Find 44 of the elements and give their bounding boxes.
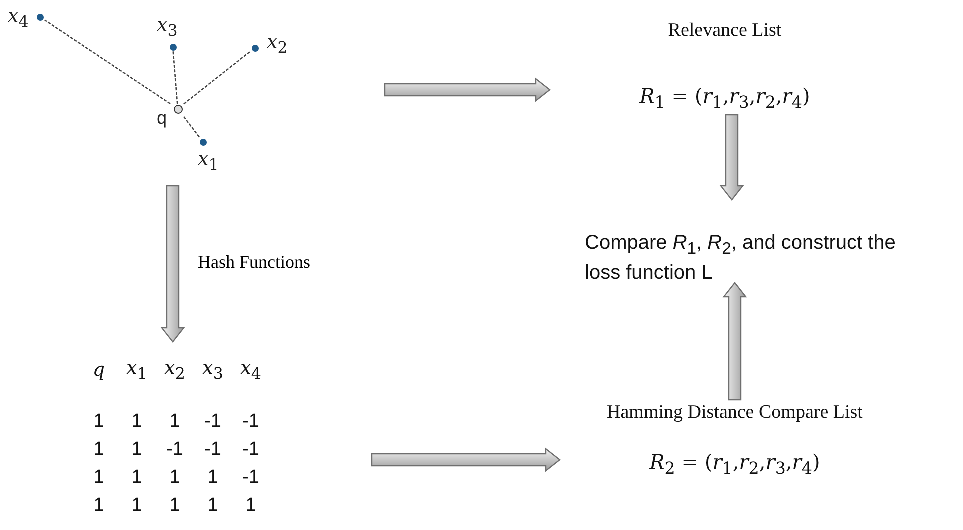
list-title: Relevance List [668,20,782,42]
block-arrow [160,185,186,343]
code-value: 1 [244,495,258,517]
code-value: 1 [130,439,144,461]
code-value: -1 [204,439,222,461]
step-text: Compare R$_{1}$, R$_{2}$, and construct the loss function L [585,231,897,286]
column-header: q [92,359,106,381]
column-header: x$_{2}$ [164,357,186,383]
code-value: -1 [242,467,260,489]
code-value: 1 [130,495,144,517]
dashed-line [172,50,178,104]
code-value: 1 [130,411,144,433]
block-arrow [720,114,744,201]
code-value: 1 [206,495,220,517]
column-header: x$_{4}$ [240,357,262,383]
column-header: x$_{1}$ [126,357,148,383]
dashed-line [44,20,171,105]
ranking-formula: R$_{1}$ = (r$_{1}$,r$_{3}$,r$_{2}$,r$_{4}$) [640,84,810,112]
code-value: -1 [204,411,222,433]
code-value: 1 [92,411,106,433]
code-value: -1 [242,411,260,433]
code-value: 1 [168,467,182,489]
code-value: -1 [242,439,260,461]
code-value: -1 [166,439,184,461]
list-title: Hamming Distance Compare List [607,402,863,424]
block-arrow [722,282,748,401]
dashed-line [183,116,201,138]
code-value: 1 [92,495,106,517]
code-value: 1 [168,495,182,517]
dashed-line [184,50,252,105]
code-value: 1 [168,411,182,433]
block-arrow [384,78,551,102]
point-label: x$_{3}$ [157,16,178,39]
point-label: q [157,109,168,127]
point-label: x$_{4}$ [8,7,29,30]
block-arrow [371,448,561,472]
code-value: 1 [206,467,220,489]
column-header: x$_{3}$ [202,357,224,383]
point-label: x$_{2}$ [267,33,288,56]
code-value: 1 [130,467,144,489]
code-value: 1 [92,467,106,489]
point-label: x$_{1}$ [198,150,219,173]
code-value: 1 [92,439,106,461]
ranking-formula: R$_{2}$ = (r$_{1}$,r$_{2}$,r$_{3}$,r$_{4}$) [650,450,820,478]
